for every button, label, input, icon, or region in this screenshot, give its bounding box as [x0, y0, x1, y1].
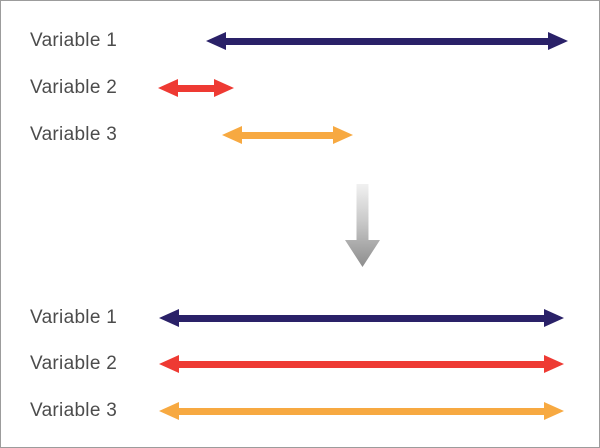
range-arrow-icon	[159, 355, 564, 373]
arrow-head-right-icon	[544, 402, 564, 420]
variable-label: Variable 3	[30, 124, 118, 145]
range-arrow-icon	[158, 79, 234, 97]
arrow-head-right-icon	[333, 126, 353, 144]
variable-row: Variable 3	[1, 398, 599, 424]
variable-row: Variable 3	[1, 122, 599, 148]
range-arrow-icon	[159, 402, 564, 420]
variable-label: Variable 1	[30, 30, 118, 51]
arrow-head-right-icon	[214, 79, 234, 97]
range-arrow-icon	[222, 126, 353, 144]
variable-label: Variable 3	[30, 400, 118, 421]
down-arrow-icon	[345, 184, 380, 267]
arrow-head-left-icon	[206, 32, 226, 50]
arrow-stem	[177, 84, 215, 92]
variable-row: Variable 2	[1, 351, 599, 377]
arrow-head-left-icon	[159, 402, 179, 420]
variable-row: Variable 1	[1, 305, 599, 331]
arrow-head-right-icon	[544, 355, 564, 373]
arrow-head-left-icon	[159, 355, 179, 373]
arrow-head-left-icon	[222, 126, 242, 144]
arrow-stem	[178, 407, 545, 415]
arrow-head-left-icon	[158, 79, 178, 97]
arrow-head-left-icon	[159, 309, 179, 327]
range-arrow-icon	[206, 32, 568, 50]
variable-label: Variable 2	[30, 77, 118, 98]
arrow-stem	[225, 37, 549, 45]
range-arrow-icon	[159, 309, 564, 327]
arrow-head-right-icon	[544, 309, 564, 327]
arrow-stem	[178, 360, 545, 368]
arrow-head-right-icon	[548, 32, 568, 50]
variable-label: Variable 1	[30, 307, 118, 328]
arrow-stem	[241, 131, 334, 139]
variable-row: Variable 1	[1, 28, 599, 54]
variable-row: Variable 2	[1, 75, 599, 101]
arrow-stem	[178, 314, 545, 322]
variable-label: Variable 2	[30, 353, 118, 374]
